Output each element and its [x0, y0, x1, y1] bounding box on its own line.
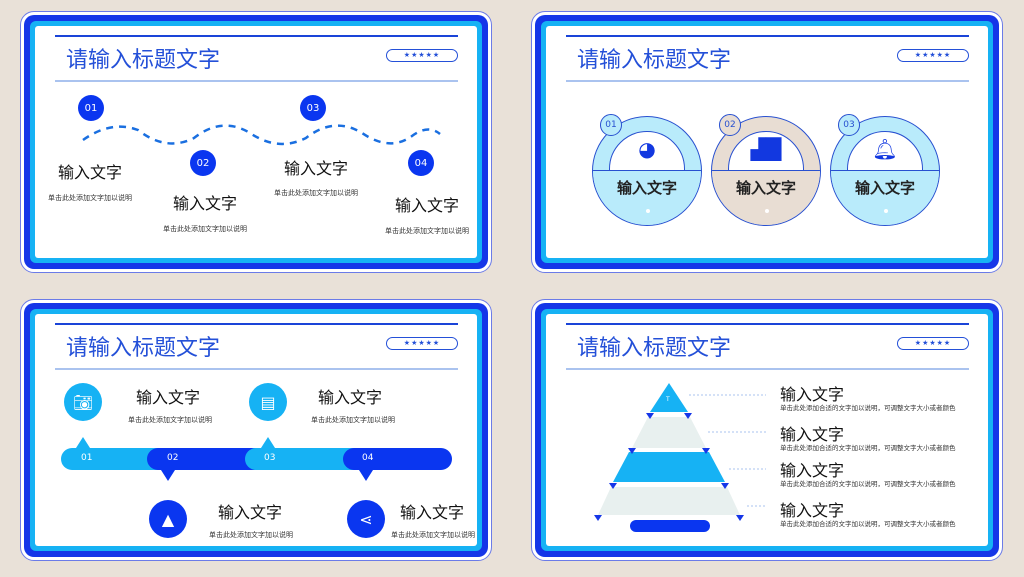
stars-badge: ★★★★★: [897, 49, 969, 62]
slide-title: 请输入标题文字: [577, 48, 732, 73]
step-number: 02: [190, 150, 216, 176]
bar-segment-3: [245, 448, 365, 470]
item-heading: 输入文字: [317, 388, 383, 407]
title-top-line: [566, 35, 969, 37]
slide-4-pyramid[interactable]: 请输入标题文字 ★★★★★ T 输入文字 单击此处添加合适的文字加以说明，可调整…: [511, 288, 1023, 576]
slide-title: 请输入标题文字: [66, 336, 221, 361]
slide-title: 请输入标题文字: [66, 48, 221, 73]
layer-desc: 单击此处添加合适的文字加以说明，可调整文字大小或者颜色: [780, 480, 956, 488]
building-icon: ▟█: [750, 137, 782, 161]
step-heading: 输入文字: [57, 163, 123, 182]
segment-number: 02: [167, 453, 179, 463]
slide-3-bar-timeline[interactable]: 请输入标题文字 ★★★★★ 📷︎ ▤ ▲ ⋖ 01 02 03 04 输入文字 …: [0, 288, 512, 576]
pyramid-layer-3: [613, 452, 725, 482]
title-top-line: [55, 323, 458, 325]
leader-lines: [689, 394, 766, 507]
stars-badge: ★★★★★: [897, 337, 969, 350]
layer-desc: 单击此处添加合适的文字加以说明，可调整文字大小或者颜色: [780, 404, 956, 412]
pyramid-markers: [594, 413, 744, 521]
item-desc: 单击此处添加文字加以说明: [209, 531, 293, 539]
stars-badge: ★★★★★: [386, 337, 458, 350]
item-heading: 输入文字: [135, 388, 201, 407]
dot: [884, 209, 888, 213]
pointer-up: [76, 437, 90, 448]
pyramid-layer-1: [650, 383, 688, 412]
layer-desc: 单击此处添加合适的文字加以说明，可调整文字大小或者颜色: [780, 520, 956, 528]
slide-2-circle-cards[interactable]: 请输入标题文字 ★★★★★ ◕ 输入文字 01 ▟█ 输入文字 02 🔔︎ 输入…: [511, 0, 1023, 288]
pointer-up: [261, 437, 275, 448]
layer-heading: 输入文字: [780, 385, 845, 404]
pyramid-layer-4: [598, 487, 740, 515]
segment-number: 03: [264, 453, 276, 463]
stars-badge: ★★★★★: [386, 49, 458, 62]
pie-chart-icon: ◕: [638, 137, 656, 161]
step-number: 04: [408, 150, 434, 176]
item-heading: 输入文字: [217, 503, 283, 522]
title-bottom-line: [55, 80, 458, 82]
segment-number: 01: [81, 453, 93, 463]
item-desc: 单击此处添加文字加以说明: [391, 531, 475, 539]
card-heading: 输入文字: [854, 179, 915, 197]
title-bottom-line: [55, 368, 458, 370]
slide-title: 请输入标题文字: [577, 336, 732, 361]
card-number: 03: [838, 114, 860, 136]
layer-heading: 输入文字: [780, 501, 845, 520]
title-bottom-line: [566, 368, 969, 370]
bar-segment-4: [343, 448, 452, 470]
pyramid-layer-2: [632, 417, 706, 448]
wave-dashed-line: [82, 124, 441, 146]
slide-1-wavy-timeline[interactable]: 请输入标题文字 ★★★★★ 01 02 03 04 输入文字 单击此处添加文字加…: [0, 0, 512, 288]
step-heading: 输入文字: [172, 194, 238, 213]
step-desc: 单击此处添加文字加以说明: [163, 225, 247, 233]
camera-icon: 📷︎: [64, 383, 102, 421]
step-number: 01: [78, 95, 104, 121]
apex-label: T: [666, 396, 670, 403]
card-heading: 输入文字: [616, 179, 677, 197]
pyramid-graphic: [594, 383, 766, 532]
share-icon: ⋖: [347, 500, 385, 538]
item-desc: 单击此处添加文字加以说明: [311, 416, 395, 424]
card-number: 01: [600, 114, 622, 136]
layer-heading: 输入文字: [780, 425, 845, 444]
segment-number: 04: [362, 453, 374, 463]
title-top-line: [566, 323, 969, 325]
step-heading: 输入文字: [394, 196, 460, 215]
step-heading: 输入文字: [283, 159, 349, 178]
item-desc: 单击此处添加文字加以说明: [128, 416, 212, 424]
title-bottom-line: [566, 80, 969, 82]
image-icon: ▲: [149, 500, 187, 538]
pointer-down: [359, 470, 373, 481]
card-number: 02: [719, 114, 741, 136]
card-heading: 输入文字: [735, 179, 796, 197]
step-desc: 单击此处添加文字加以说明: [385, 227, 469, 235]
browser-icon: ▤: [249, 383, 287, 421]
title-top-line: [55, 35, 458, 37]
layer-heading: 输入文字: [780, 461, 845, 480]
layer-desc: 单击此处添加合适的文字加以说明，可调整文字大小或者颜色: [780, 444, 956, 452]
pointer-down: [161, 470, 175, 481]
slide-frame: [24, 303, 488, 557]
pyramid-base-bar: [630, 520, 710, 532]
bell-icon: 🔔︎: [872, 137, 898, 161]
step-desc: 单击此处添加文字加以说明: [48, 194, 132, 202]
item-heading: 输入文字: [399, 503, 465, 522]
dot: [765, 209, 769, 213]
step-number: 03: [300, 95, 326, 121]
dot: [646, 209, 650, 213]
step-desc: 单击此处添加文字加以说明: [274, 189, 358, 197]
